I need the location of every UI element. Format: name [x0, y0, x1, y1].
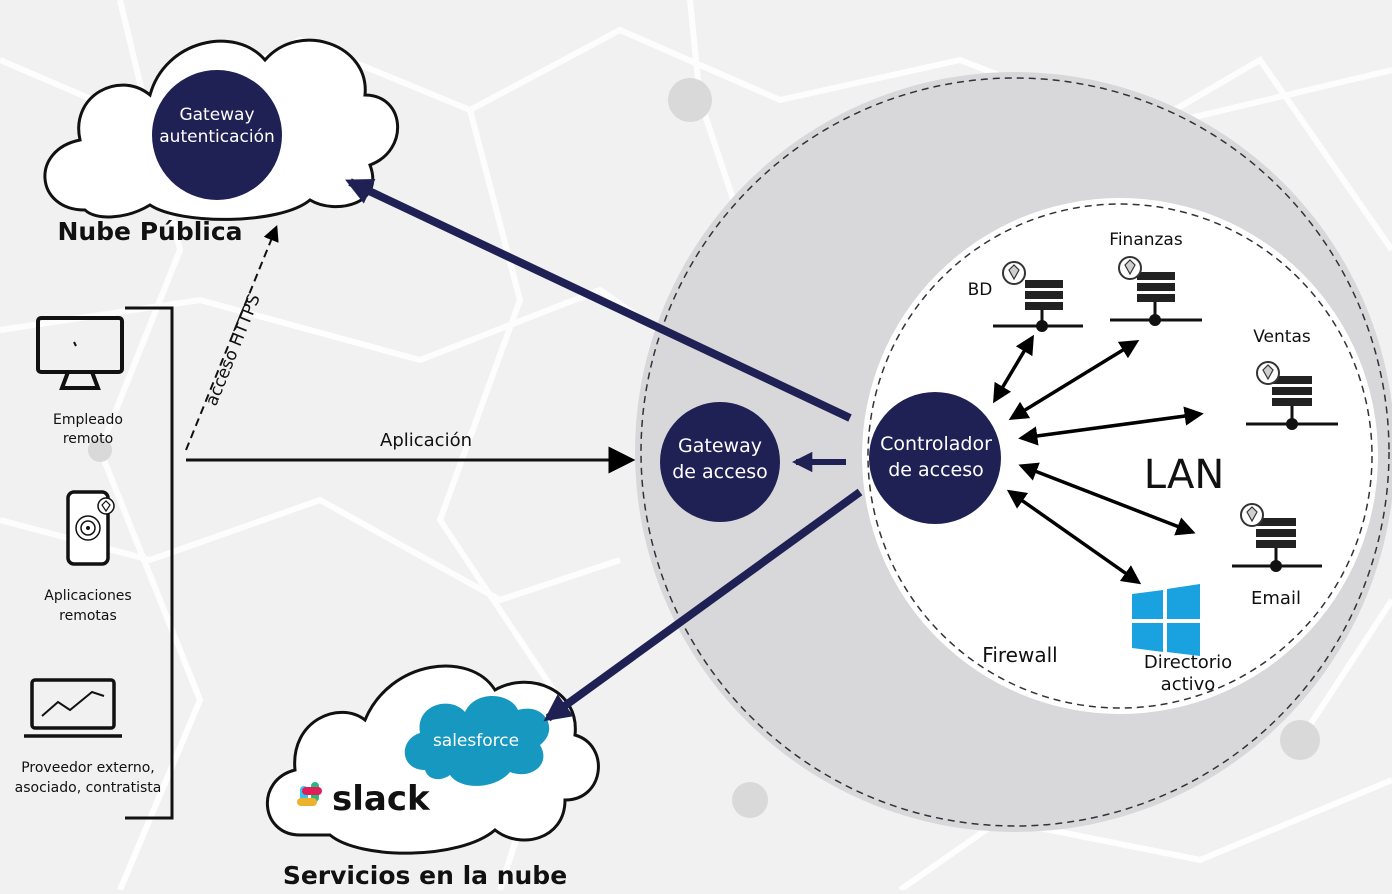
- server-bd-icon: [993, 261, 1083, 332]
- link-directory: [1006, 489, 1142, 585]
- windows-icon: [1132, 584, 1200, 656]
- server-email-label: Email: [1251, 588, 1301, 609]
- access-gateway-node: [660, 402, 780, 522]
- public-cloud-title: Nube Pública: [57, 217, 242, 246]
- firewall-label: Firewall: [982, 643, 1057, 667]
- auth-gateway-label-line1: Gateway: [179, 105, 254, 125]
- slack-logo: slack: [297, 779, 431, 819]
- user-remote-apps-line2: remotas: [59, 608, 117, 624]
- access-controller-label-line2: de acceso: [888, 459, 984, 481]
- cloud-services-title: Servicios en la nube: [283, 861, 567, 890]
- server-bd-label: BD: [968, 280, 993, 300]
- server-finanzas-label: Finanzas: [1109, 230, 1183, 250]
- server-ventas-icon: [1246, 361, 1338, 430]
- lan-title: LAN: [1144, 452, 1225, 498]
- access-gateway-label-line2: de acceso: [672, 461, 768, 483]
- server-ventas-label: Ventas: [1253, 327, 1311, 347]
- https-access-arrow: [185, 225, 279, 451]
- user-external-line2: asociado, contratista: [15, 780, 162, 796]
- user-remote-employee-line2: remoto: [63, 431, 113, 447]
- directory-label-line2: activo: [1161, 674, 1216, 695]
- smartphone-fingerprint-icon: [66, 490, 115, 566]
- access-controller-label-line1: Controlador: [880, 433, 992, 455]
- monitor-icon: [36, 316, 124, 390]
- server-finanzas-icon: [1110, 256, 1202, 326]
- directory-label-line1: Directorio: [1144, 652, 1232, 673]
- salesforce-label: salesforce: [433, 731, 519, 751]
- user-remote-apps-line1: Aplicaciones: [44, 588, 131, 604]
- slack-label: slack: [332, 779, 431, 819]
- server-email-icon: [1232, 503, 1322, 572]
- salesforce-logo: salesforce: [404, 696, 550, 786]
- controller-to-cloud-services-arrow: [543, 488, 863, 722]
- user-remote-employee-line1: Empleado: [53, 412, 123, 428]
- lan-zone: [862, 198, 1378, 714]
- access-controller-node: [869, 392, 1001, 524]
- user-external-line1: Proveedor externo,: [21, 760, 155, 776]
- users-bracket: [125, 306, 174, 820]
- lan-links: [993, 334, 1204, 585]
- laptop-chart-icon: [24, 678, 122, 738]
- link-finanzas: [1008, 339, 1140, 421]
- link-ventas: [1018, 406, 1204, 446]
- auth-gateway-label-line2: autenticación: [159, 127, 275, 147]
- application-label: Aplicación: [380, 430, 472, 451]
- auth-gateway-node: [152, 70, 282, 200]
- controller-to-auth-arrow: [345, 178, 852, 422]
- access-gateway-label-line1: Gateway: [678, 435, 762, 457]
